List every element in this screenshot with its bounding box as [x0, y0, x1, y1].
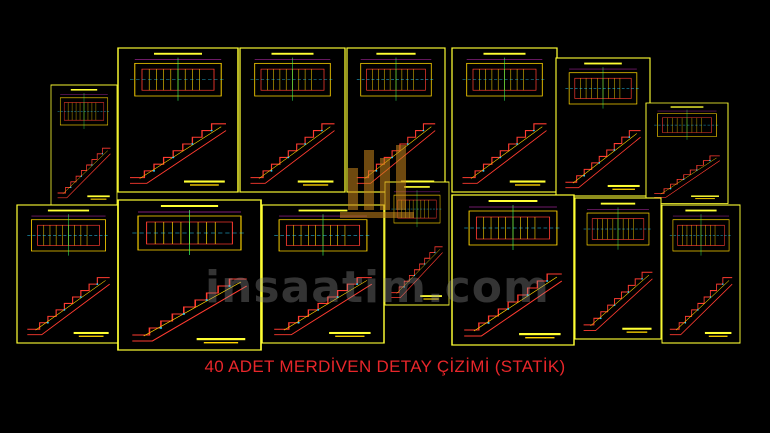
watermark-logo-icon: [340, 145, 414, 218]
stair-sheet-5: [451, 47, 558, 193]
stair-sheet-14: [661, 204, 741, 344]
watermark-text: insaatim.com: [205, 262, 550, 313]
stair-sheet-13: [574, 197, 662, 340]
stair-sheet-1: [50, 84, 118, 206]
stair-sheet-3: [239, 47, 346, 193]
stair-sheet-2: [117, 47, 239, 193]
page-caption: 40 ADET MERDİVEN DETAY ÇİZİMİ (STATİK): [204, 357, 566, 376]
stair-sheet-7: [645, 102, 729, 204]
stair-sheet-6: [555, 57, 651, 197]
stair-sheet-8: [16, 204, 121, 344]
